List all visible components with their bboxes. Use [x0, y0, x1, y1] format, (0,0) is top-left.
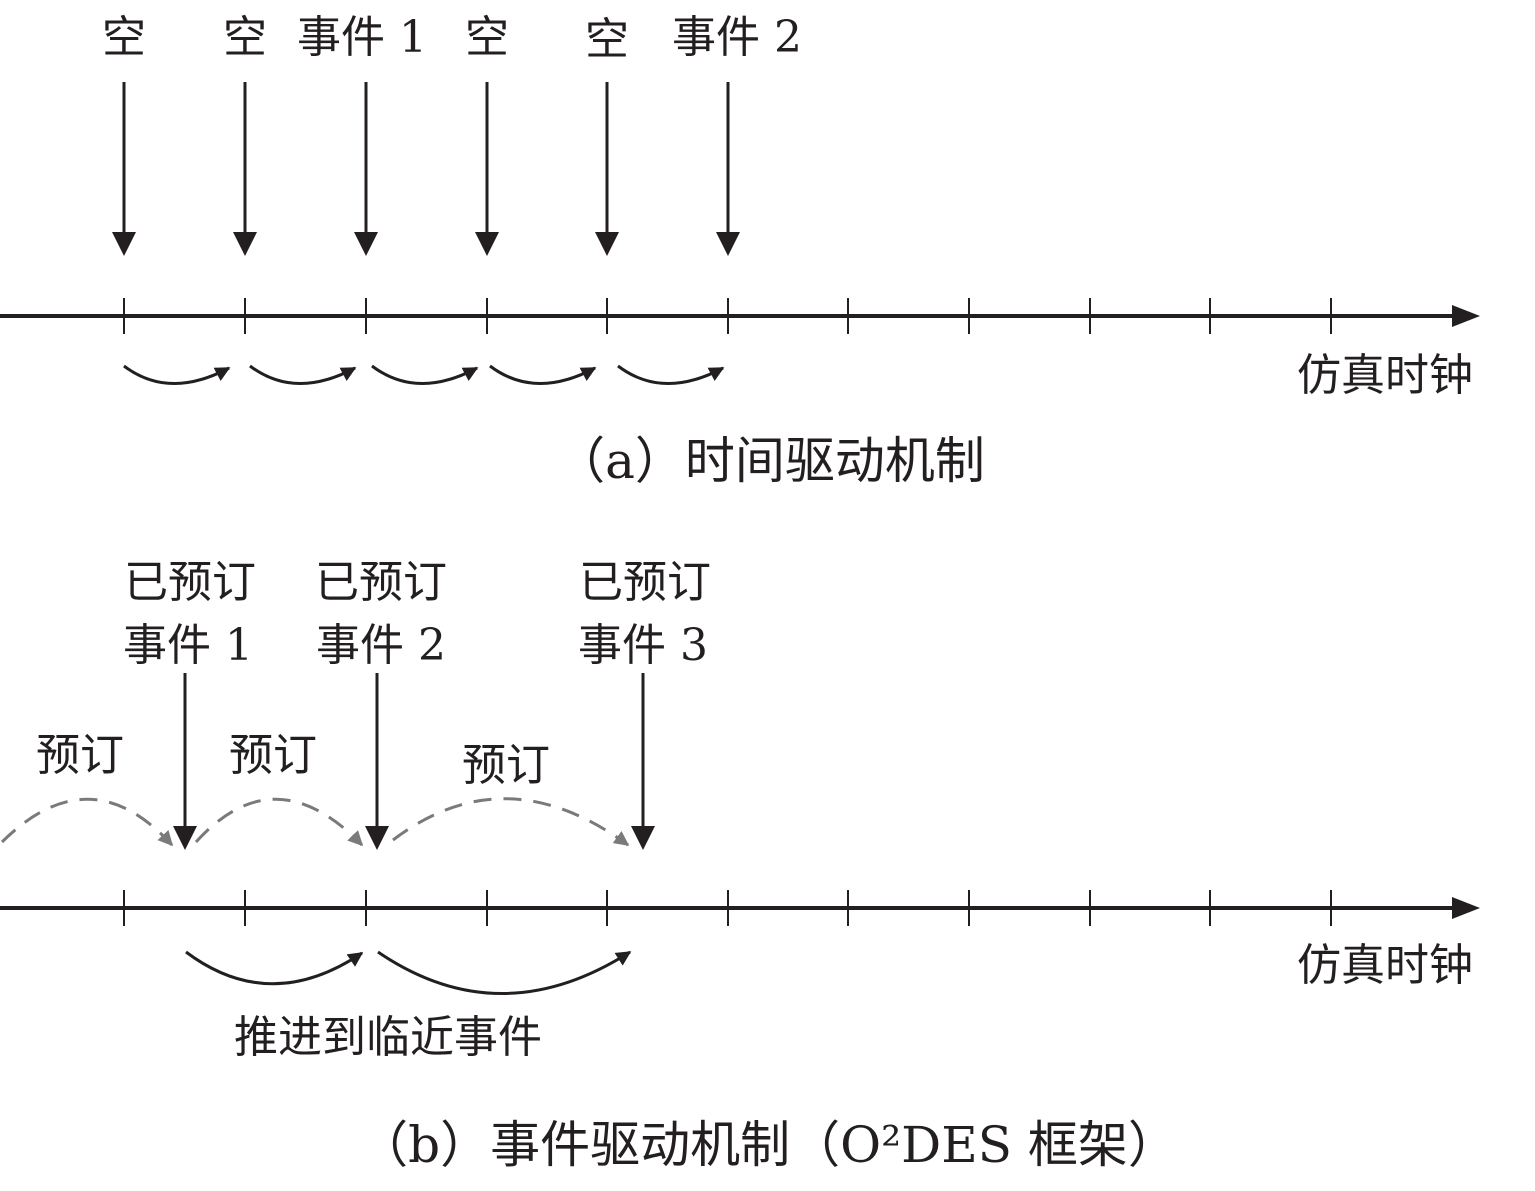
- scheduled-event-1-line1: 已预订: [124, 557, 256, 608]
- scheduled-event-3-line1: 已预订: [579, 557, 711, 608]
- advance-arrow-2: [377, 950, 632, 995]
- advance-arrow-1: [185, 950, 364, 986]
- scheduled-event-2-line1: 已预订: [315, 557, 447, 608]
- clock-step-arrow-a-3: [371, 364, 479, 385]
- clock-step-arrow-a-5: [617, 364, 725, 385]
- schedule-label-3: 预订: [462, 740, 550, 791]
- event-label-a-4: 空: [465, 12, 509, 63]
- advance-label: 推进到临近事件: [234, 1012, 542, 1063]
- event-label-a-5: 空: [585, 14, 629, 65]
- event-arrow-a-2-head: [233, 232, 257, 256]
- event-label-a-1: 空: [102, 12, 146, 63]
- scheduled-event-3-line2: 事件 3: [578, 620, 708, 671]
- scheduled-event-arrow-1-head: [173, 826, 197, 850]
- scheduled-event-2-line2: 事件 2: [316, 620, 446, 671]
- schedule-arrow-3: [392, 797, 630, 847]
- schedule-arrow-1: [0, 797, 174, 847]
- event-arrow-a-1-head: [112, 232, 136, 256]
- event-label-a-2: 空: [223, 12, 267, 63]
- clock-step-arrow-a-2: [249, 364, 357, 385]
- caption-b: （b）事件驱动机制（O²DES 框架）: [358, 1116, 1178, 1174]
- schedule-arrow-2: [194, 797, 364, 847]
- scheduled-event-1-line2: 事件 1: [123, 620, 253, 671]
- clock-step-arrow-a-1: [123, 364, 231, 385]
- event-arrow-a-6-head: [716, 232, 740, 256]
- axis-label-b: 仿真时钟: [1297, 940, 1473, 991]
- caption-a: （a）时间驱动机制: [555, 432, 985, 490]
- event-arrow-a-5-head: [595, 232, 619, 256]
- event-label-a-3: 事件 1: [297, 12, 427, 63]
- scheduled-event-arrow-2-head: [365, 826, 389, 850]
- axis-arrowhead-a: [1452, 305, 1480, 327]
- schedule-label-2: 预订: [229, 730, 317, 781]
- axis-label-a: 仿真时钟: [1297, 350, 1473, 401]
- event-label-a-6: 事件 2: [672, 12, 802, 63]
- clock-step-arrow-a-4: [489, 364, 597, 385]
- axis-arrowhead-b: [1452, 897, 1480, 919]
- event-arrow-a-3-head: [354, 232, 378, 256]
- event-arrow-a-4-head: [475, 232, 499, 256]
- scheduled-event-arrow-3-head: [631, 826, 655, 850]
- schedule-label-1: 预订: [36, 730, 124, 781]
